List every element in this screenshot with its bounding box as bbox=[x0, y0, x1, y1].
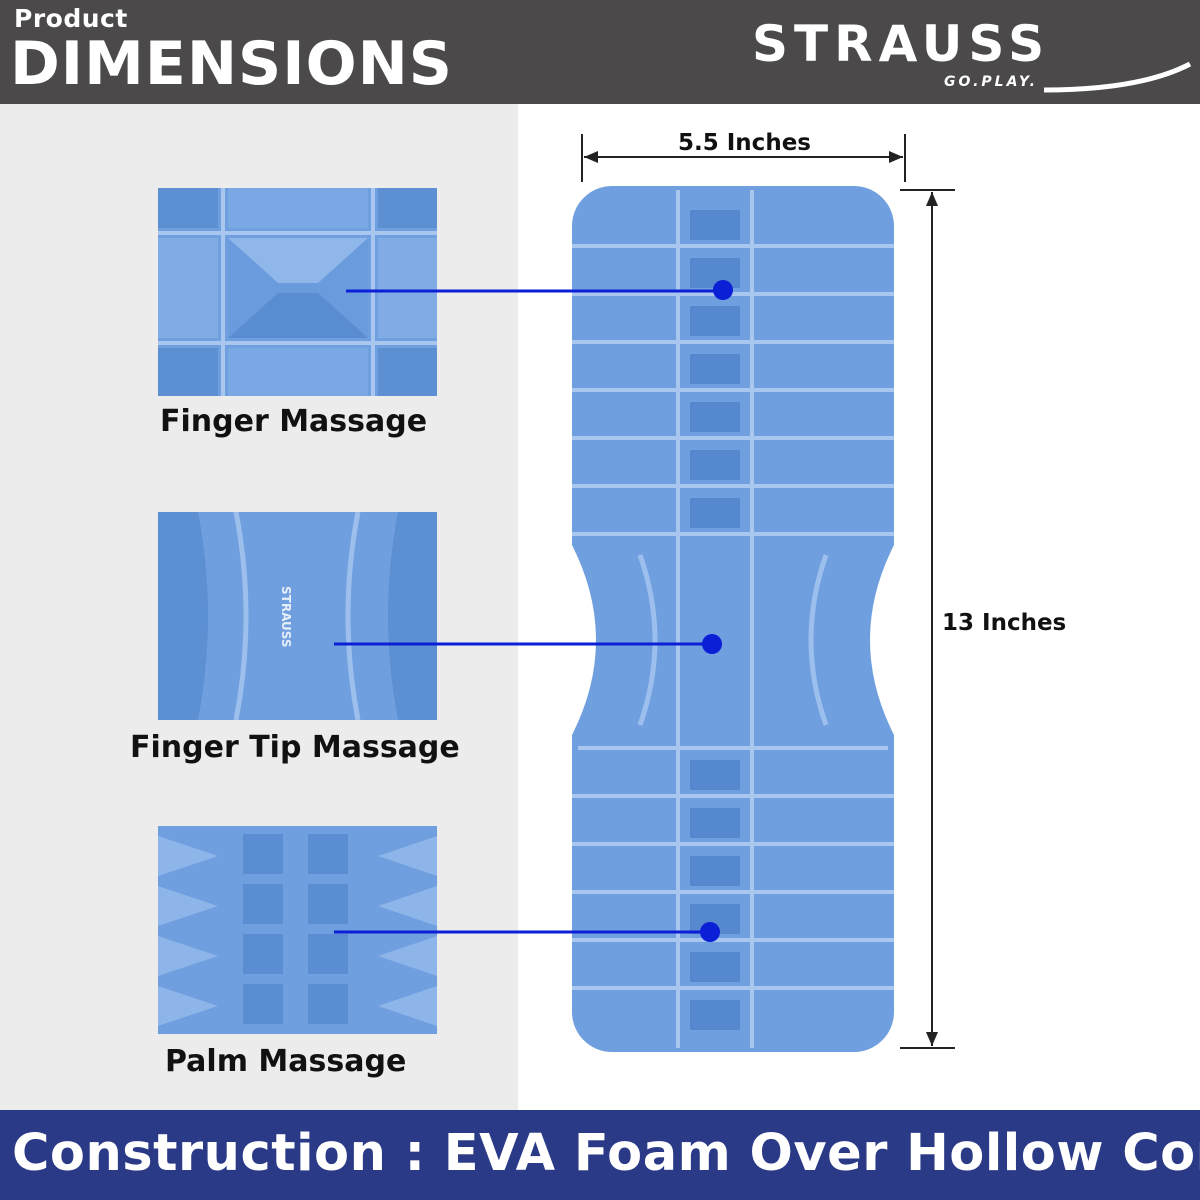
finger-tip-massage-texture-icon: STRAUSS bbox=[158, 512, 437, 720]
palm-massage-label: Palm Massage bbox=[165, 1044, 407, 1079]
finger-massage-label: Finger Massage bbox=[160, 404, 428, 439]
finger-tip-massage-label: Finger Tip Massage bbox=[130, 730, 460, 765]
width-label: 5.5 Inches bbox=[678, 130, 811, 156]
palm-massage-swatch bbox=[158, 826, 437, 1034]
callout-finger-massage bbox=[346, 280, 733, 300]
swatch-imprint: STRAUSS bbox=[279, 586, 293, 647]
brand-logo: STRAUSS bbox=[752, 15, 1051, 73]
brand-tagline: GO.PLAY. bbox=[944, 74, 1038, 90]
width-dimension-line bbox=[581, 134, 906, 182]
header-bar: Product DIMENSIONS STRAUSS GO.PLAY. bbox=[0, 0, 1200, 104]
finger-tip-massage-swatch: STRAUSS bbox=[158, 512, 437, 720]
callout-finger-tip-massage bbox=[334, 634, 722, 654]
header-big-title: DIMENSIONS bbox=[10, 29, 454, 99]
foam-roller bbox=[572, 186, 894, 1052]
callout-palm-massage bbox=[334, 922, 720, 942]
brand-swoosh-icon bbox=[1043, 61, 1192, 93]
header-small-title: Product bbox=[14, 4, 128, 33]
palm-massage-texture-icon bbox=[158, 826, 437, 1034]
footer-bar: Construction : EVA Foam Over Hollow Core bbox=[0, 1110, 1200, 1200]
height-label: 13 Inches bbox=[942, 610, 1067, 636]
construction-text: Construction : EVA Foam Over Hollow Core bbox=[12, 1124, 1200, 1183]
height-dimension-line bbox=[900, 189, 955, 1049]
